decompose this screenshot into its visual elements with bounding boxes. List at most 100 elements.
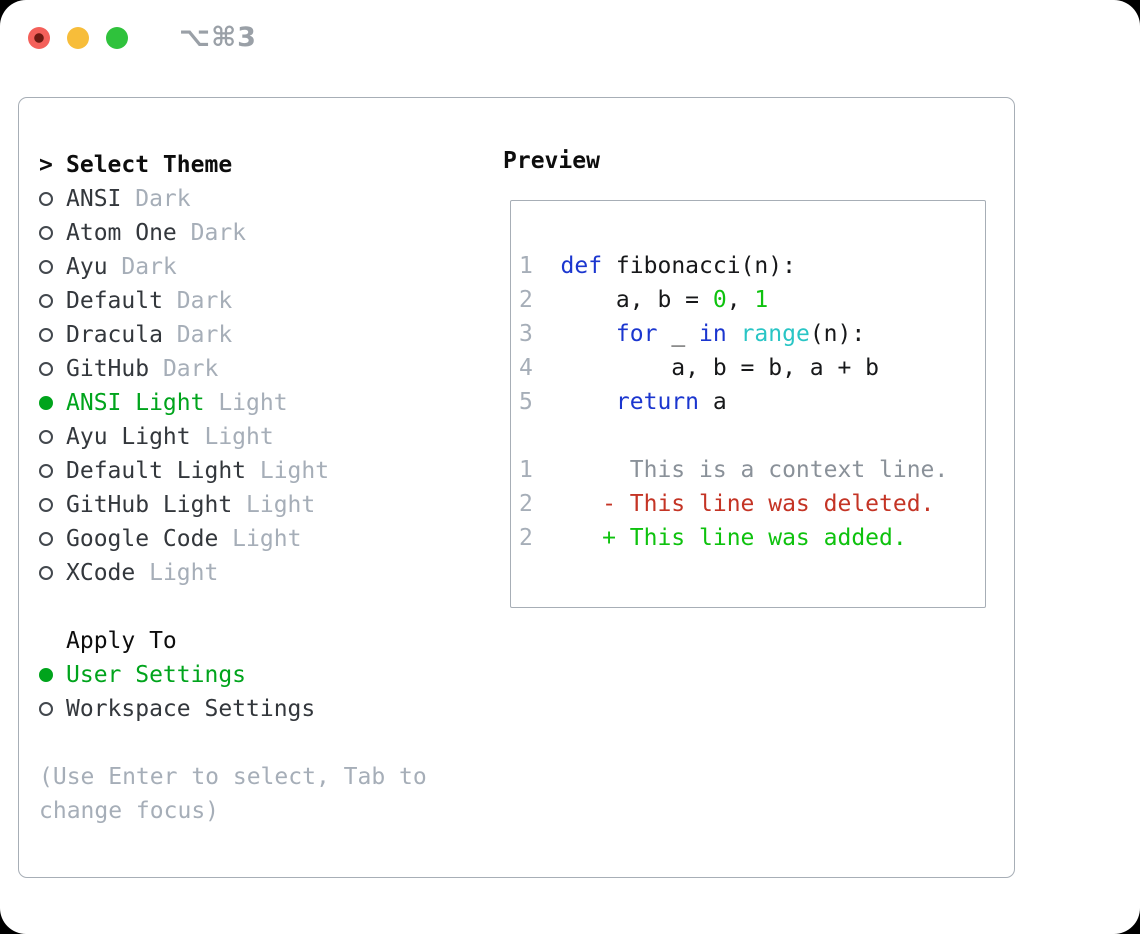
theme-name: Atom One: [66, 220, 177, 246]
code-segment: 0: [712, 287, 727, 313]
window-title: ⌥⌘3: [179, 22, 257, 53]
theme-option[interactable]: Ayu Light Light: [39, 420, 489, 454]
theme-variant: Dark: [162, 288, 233, 314]
preview-header: Preview: [503, 148, 600, 174]
theme-variant: Light: [246, 458, 330, 484]
theme-option[interactable]: GitHub Light Light: [39, 488, 489, 522]
code-segment: + This line was added.: [560, 525, 907, 551]
radio-icon: [39, 294, 53, 308]
code-blank-line: [519, 419, 979, 453]
spacer: [39, 590, 489, 624]
code-segment: - This line was deleted.: [560, 491, 935, 517]
theme-variant: Dark: [107, 254, 177, 280]
radio-icon: [39, 192, 53, 206]
radio-icon: [39, 328, 53, 342]
code-segment: for: [615, 321, 658, 347]
code-segment: [561, 321, 616, 347]
theme-name: GitHub: [66, 356, 150, 382]
apply-to-option[interactable]: Workspace Settings: [39, 692, 489, 726]
preview-column: Preview: [503, 148, 600, 174]
radio-selected-icon: [39, 396, 53, 410]
radio-icon: [39, 260, 53, 274]
theme-name: XCode: [66, 560, 136, 586]
code-segment: fibonacci(n):: [602, 253, 796, 279]
code-segment: a, b = b, a + b: [560, 355, 880, 381]
theme-option[interactable]: Ayu Dark: [39, 250, 489, 284]
code-line: 5 return a: [519, 385, 979, 419]
theme-option[interactable]: ANSI Dark: [39, 182, 489, 216]
radio-icon: [39, 362, 53, 376]
theme-option[interactable]: Default Dark: [39, 284, 489, 318]
code-line: 2 + This line was added.: [519, 521, 979, 555]
theme-variant: Light: [190, 424, 274, 450]
close-button-icon[interactable]: [28, 27, 50, 49]
theme-variant: Light: [135, 560, 219, 586]
code-segment: return: [615, 389, 700, 415]
code-segment: [561, 389, 616, 415]
code-segment: (n):: [809, 321, 866, 347]
theme-option[interactable]: ANSI Light Light: [39, 386, 489, 420]
theme-option[interactable]: Atom One Dark: [39, 216, 489, 250]
code-line: 2 a, b = 0, 1: [519, 283, 979, 317]
line-number: 5: [519, 389, 533, 415]
title-bar: ⌥⌘3: [28, 22, 257, 53]
theme-name: ANSI Light: [66, 390, 205, 416]
theme-option[interactable]: Google Code Light: [39, 522, 489, 556]
theme-variant: Dark: [162, 322, 233, 348]
theme-name: Default Light: [66, 458, 247, 484]
apply-to-option[interactable]: User Settings: [39, 658, 489, 692]
prompt-caret-icon: >: [39, 152, 53, 178]
apply-to-header-row: Apply To: [39, 624, 489, 658]
apply-to-label: User Settings: [66, 662, 247, 688]
line-number: 2: [519, 287, 533, 313]
radio-icon: [39, 226, 53, 240]
theme-name: Default: [66, 288, 163, 314]
code-line: 4 a, b = b, a + b: [519, 351, 979, 385]
code-segment: in: [699, 321, 727, 347]
code-segment: _: [657, 321, 700, 347]
code-segment: 1: [754, 287, 769, 313]
theme-option[interactable]: Default Light Light: [39, 454, 489, 488]
theme-variant: Light: [218, 526, 302, 552]
code-segment: a, b =: [560, 287, 713, 313]
apply-to-label: Workspace Settings: [66, 696, 316, 722]
code-segment: This is a context line.: [560, 457, 949, 483]
code-segment: ,: [726, 287, 755, 313]
help-text: (Use Enter to select, Tab to change focu…: [39, 764, 427, 824]
theme-name: GitHub Light: [66, 492, 233, 518]
maximize-button-icon[interactable]: [106, 27, 128, 49]
radio-icon: [39, 464, 53, 478]
apply-to-header: Apply To: [66, 628, 177, 654]
theme-option[interactable]: Dracula Dark: [39, 318, 489, 352]
line-number: 2: [519, 491, 533, 517]
radio-icon: [39, 532, 53, 546]
theme-variant: Light: [204, 390, 288, 416]
theme-variant: Dark: [121, 186, 191, 212]
theme-option[interactable]: GitHub Dark: [39, 352, 489, 386]
radio-icon: [39, 566, 53, 580]
radio-icon: [39, 430, 53, 444]
theme-name: ANSI: [66, 186, 122, 212]
theme-variant: Dark: [176, 220, 247, 246]
radio-icon: [39, 498, 53, 512]
theme-variant: Light: [232, 492, 316, 518]
code-segment: a: [699, 389, 727, 415]
theme-option[interactable]: XCode Light: [39, 556, 489, 590]
line-number: 4: [519, 355, 533, 381]
line-number: 1: [519, 457, 533, 483]
select-theme-header: Select Theme: [66, 152, 233, 178]
code-segment: def: [560, 253, 603, 279]
code-segment: [727, 321, 741, 347]
code-line: 1 This is a context line.: [519, 453, 979, 487]
theme-variant: Dark: [149, 356, 219, 382]
code-segment: range: [740, 321, 810, 347]
line-number: 2: [519, 525, 533, 551]
minimize-button-icon[interactable]: [67, 27, 89, 49]
